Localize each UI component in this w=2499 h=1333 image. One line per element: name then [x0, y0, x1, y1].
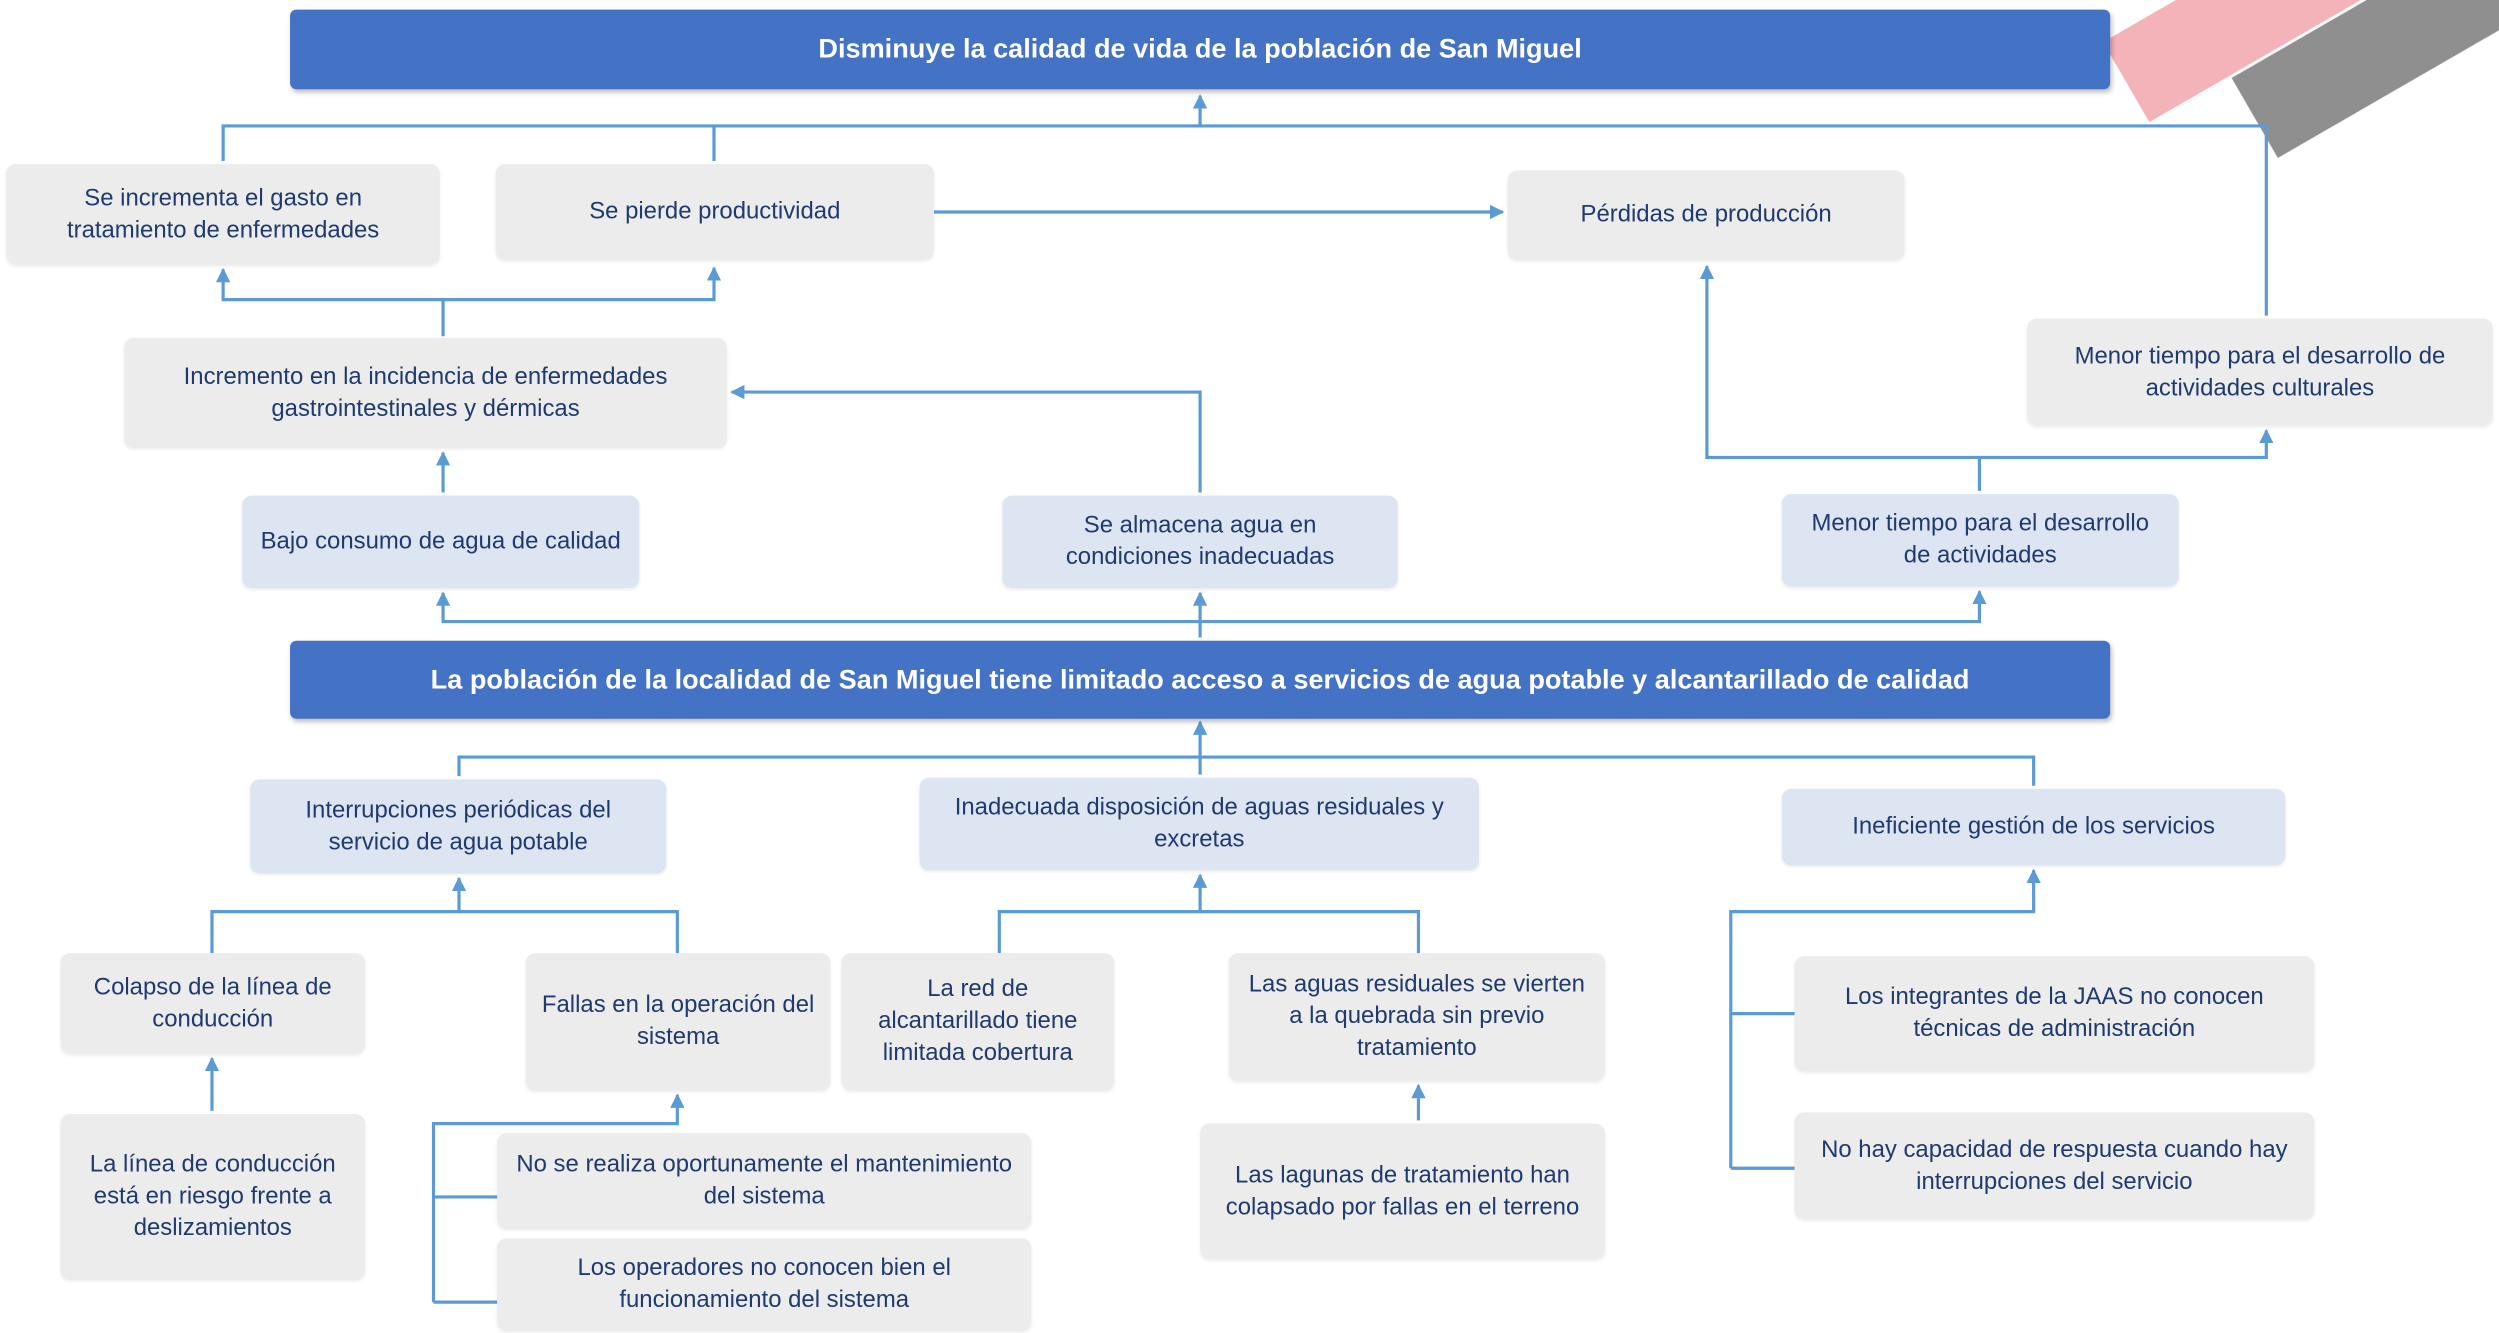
connector-mant-to-fallas: [431, 1093, 685, 1303]
cause-riesgo: La línea de conducción está en riesgo fr…: [60, 1114, 365, 1280]
connector-menor-to-perdidas: [1699, 264, 1982, 491]
effect-bajo-consumo: Bajo consumo de agua de calidad: [242, 495, 640, 589]
effect-incidencia: Incremento en la incidencia de enfermeda…: [124, 337, 727, 448]
connector-jaas-branch: [1730, 1012, 1795, 1170]
connector-almacena-to-incidencia: [730, 384, 1202, 493]
connector-menor-to-culturales: [1979, 428, 2274, 459]
cause-fallas: Fallas en la operación del sistema: [525, 953, 831, 1091]
cause-lagunas: Las lagunas de tratamiento han colapsado…: [1200, 1123, 1605, 1260]
cause-colapso: Colapso de la línea de conducción: [60, 953, 365, 1054]
connector-fallas-to-interrupciones: [459, 910, 679, 954]
connector-incidencia-to-gasto: [215, 267, 445, 337]
cause-disposicion: Inadecuada disposición de aguas residual…: [919, 777, 1479, 871]
cause-interrupciones: Interrupciones periódicas del servicio d…: [250, 779, 667, 874]
effect-perdidas: Pérdidas de producción: [1507, 170, 1905, 260]
connector-red-to-disposicion: [997, 873, 1208, 954]
connector-jaas-to-gestion: [1729, 868, 2041, 1169]
cause-vierten: Las aguas residuales se vierten a la que…: [1228, 953, 1605, 1081]
top-effect-box: Disminuye la calidad de vida de la pobla…: [290, 9, 2111, 90]
effect-gasto: Se incrementa el gasto en tratamiento de…: [6, 164, 440, 265]
connector-colapso-to-interrupciones: [210, 876, 467, 954]
cause-jaas: Los integrantes de la JAAS no conocen té…: [1794, 956, 2315, 1071]
effect-productividad: Se pierde productividad: [495, 164, 934, 260]
connector-incidencia-to-productividad: [443, 266, 722, 302]
connector-central-to-menor: [1200, 589, 1987, 624]
cause-operadores: Los operadores no conocen bien el funcio…: [497, 1238, 1032, 1331]
effect-almacena: Se almacena agua en condiciones inadecua…: [1002, 495, 1398, 589]
cause-respuesta: No hay capacidad de respuesta cuando hay…: [1794, 1112, 2315, 1220]
cause-red: La red de alcantarillado tiene limitada …: [841, 953, 1115, 1091]
connector-causes-to-central: [457, 722, 2036, 786]
connector-mant-branch: [433, 1195, 498, 1304]
central-problem-box: La población de la localidad de San Migu…: [290, 640, 2111, 719]
cause-gestion: Ineficiente gestión de los servicios: [1781, 788, 2286, 866]
effect-menor-tiempo: Menor tiempo para el desarrollo de activ…: [1781, 494, 2179, 587]
connector-central-to-bajo: [435, 591, 1202, 638]
connector-effects-to-top: [221, 96, 2268, 316]
effect-culturales: Menor tiempo para el desarrollo de activ…: [2027, 318, 2493, 426]
cause-mantenimiento: No se realiza oportunamente el mantenimi…: [497, 1133, 1032, 1229]
connector-vierten-to-disposicion: [1200, 910, 1421, 954]
